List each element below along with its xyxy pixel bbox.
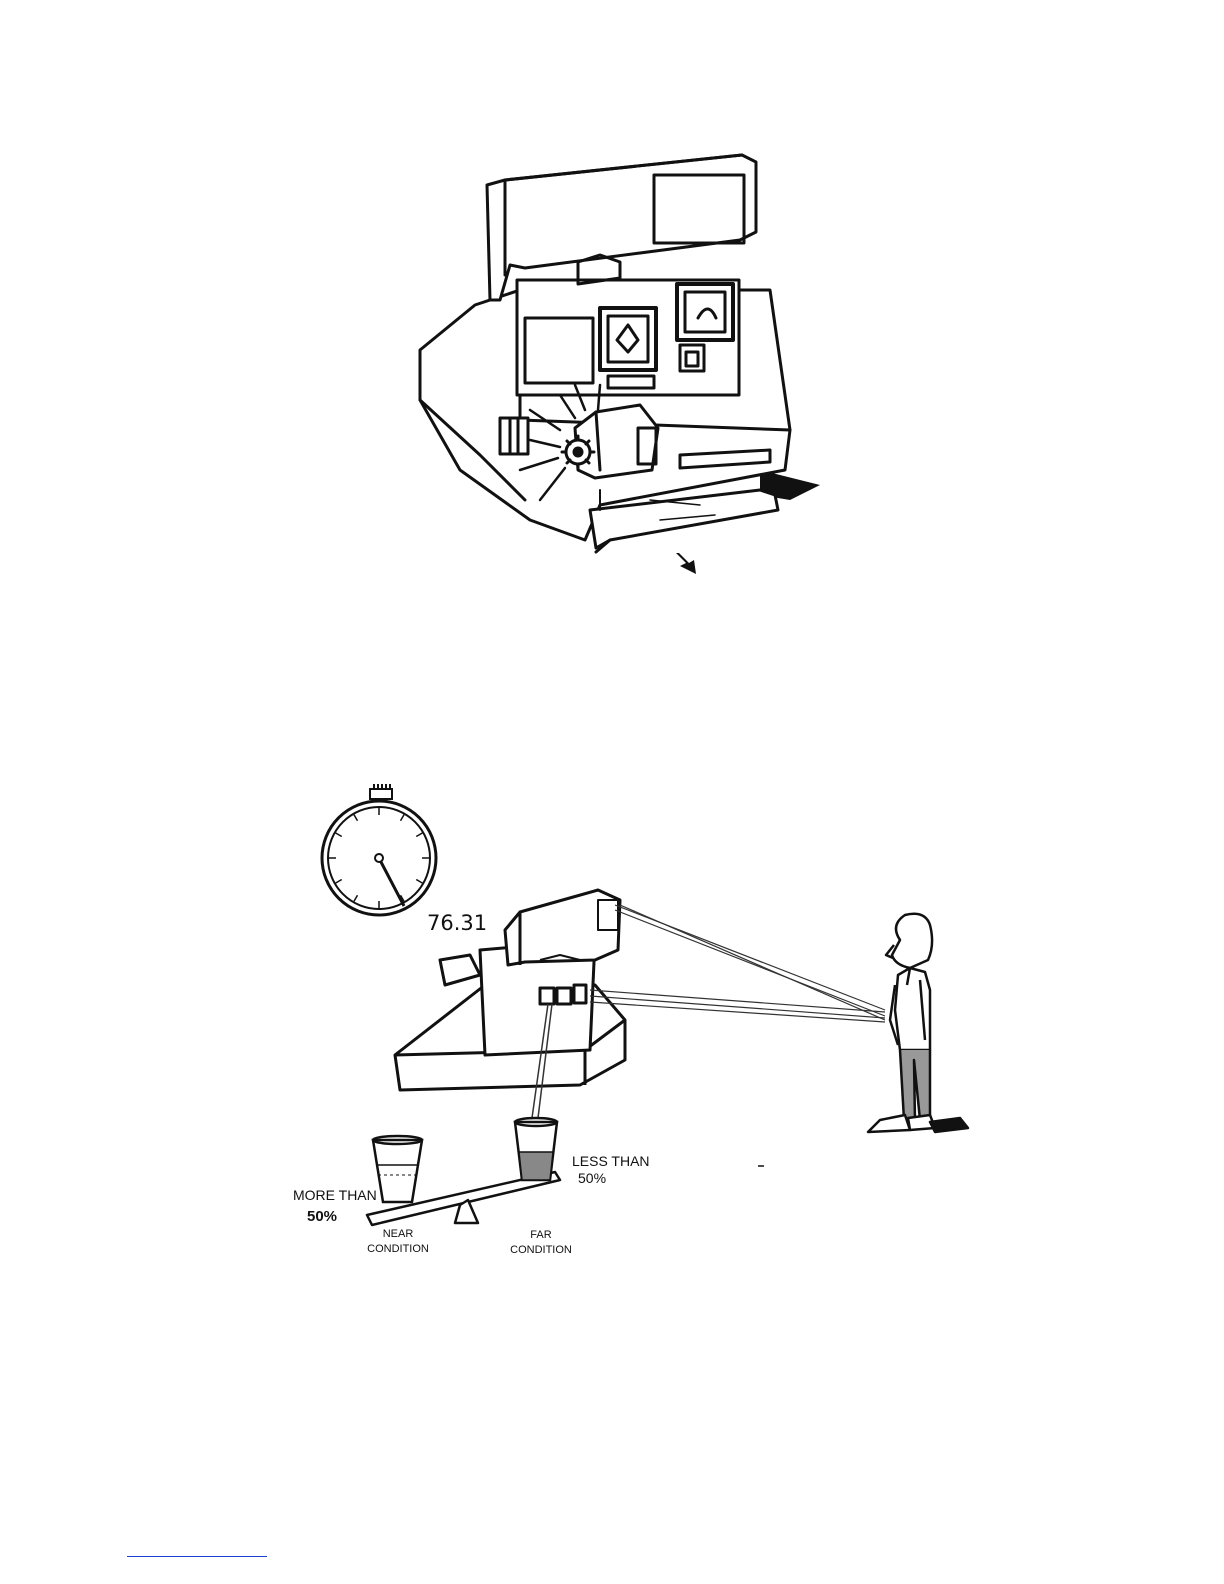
stopwatch-tick	[336, 880, 342, 884]
cup-icon-far	[515, 1118, 557, 1180]
camera-front-panel	[517, 280, 739, 395]
camera-side-knob	[500, 418, 528, 454]
far-condition-line1: FAR	[530, 1229, 551, 1241]
arrow-down-icon	[676, 553, 696, 574]
stopwatch-icon	[322, 784, 436, 915]
timer-reading: 76.31	[427, 911, 487, 935]
near-value: 50%	[307, 1208, 337, 1225]
footer-rule	[127, 1556, 267, 1557]
stopwatch-tick	[354, 815, 358, 821]
stopwatch-tick	[401, 815, 405, 821]
cup-icon-near	[373, 1136, 422, 1202]
far-label: LESS THAN	[572, 1153, 650, 1169]
camera-illustration-top	[420, 155, 820, 574]
far-condition-line2: CONDITION	[510, 1244, 572, 1256]
near-condition-line1: NEAR	[383, 1228, 414, 1240]
stopwatch-tick	[416, 880, 422, 884]
stopwatch-tick	[416, 833, 422, 837]
stopwatch-tick	[336, 833, 342, 837]
near-condition-line2: CONDITION	[367, 1243, 429, 1255]
far-value: 50%	[578, 1170, 606, 1186]
stopwatch-tick	[354, 895, 358, 901]
near-label: MORE THAN	[293, 1187, 377, 1203]
person-icon	[868, 914, 968, 1132]
